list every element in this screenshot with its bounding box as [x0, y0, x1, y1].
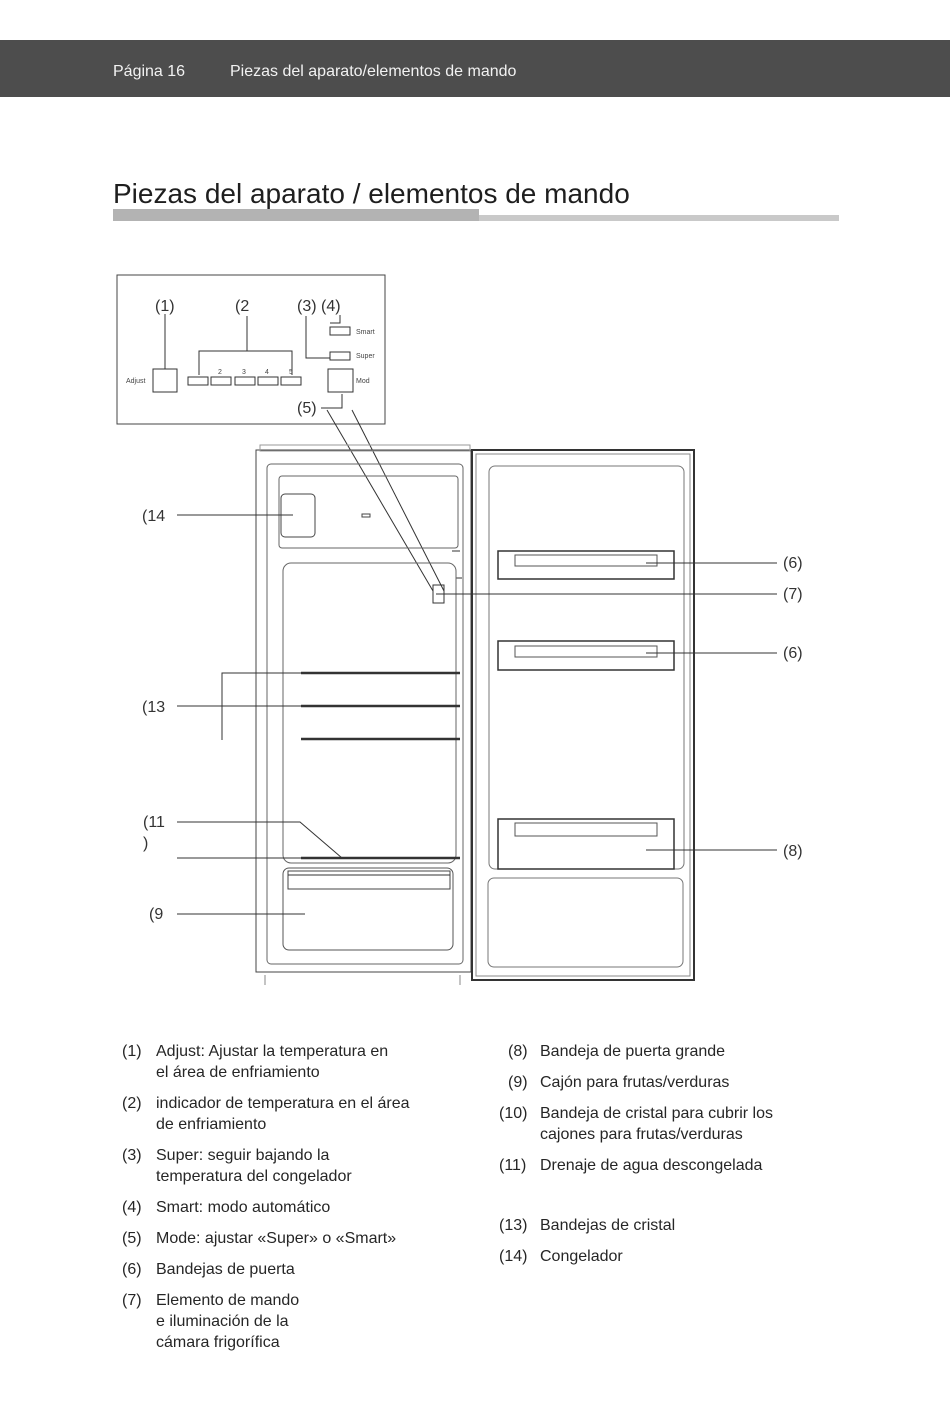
callout-14: (14 — [142, 508, 165, 525]
callout-7: (7) — [783, 586, 803, 603]
indicator-number: 2 — [218, 369, 222, 376]
callout-11: (11 — [143, 814, 165, 831]
legend-line: Bandejas de puerta — [156, 1261, 295, 1278]
legend-line: Mode: ajustar «Super» o «Smart» — [156, 1230, 397, 1247]
legend-left: (1) Adjust: Ajustar la temperatura en el… — [122, 1041, 452, 1363]
legend-item: (2) indicador de temperatura en el área … — [122, 1093, 452, 1135]
legend-item: (9) Cajón para frutas/verduras — [499, 1072, 819, 1093]
page-number: Página 16 — [113, 63, 186, 80]
legend-line: cajones para frutas/verduras — [540, 1126, 743, 1143]
callout-9: (9 — [149, 906, 163, 923]
legend-number: (8) — [508, 1043, 528, 1060]
legend-item: (8) Bandeja de puerta grande — [499, 1041, 819, 1062]
legend-line: el área de enfriamiento — [156, 1064, 320, 1081]
mod-label: Mod — [356, 378, 370, 385]
door-shelf-1 — [497, 550, 675, 580]
legend-number: (1) — [122, 1043, 142, 1060]
legend-number: (3) — [122, 1147, 142, 1164]
legend-line: Bandeja de cristal para cubrir los — [540, 1105, 774, 1122]
legend-number: (4) — [122, 1199, 142, 1216]
legend-item: (11) Drenaje de agua descongelada — [499, 1155, 819, 1176]
legend-number: (7) — [122, 1292, 142, 1309]
legend-number: (11) — [499, 1157, 527, 1174]
legend-number: (13) — [499, 1217, 528, 1234]
door-shelf-2 — [497, 640, 675, 671]
legend-item: (14) Congelador — [499, 1246, 819, 1267]
indicator-2 — [210, 376, 232, 386]
legend-line: Super: seguir bajando la — [156, 1147, 330, 1164]
adjust-button-drawing — [152, 368, 178, 393]
legend-item: (13) Bandejas de cristal — [499, 1215, 819, 1236]
legend-line: Drenaje de agua descongelada — [540, 1157, 763, 1174]
indicator-5 — [280, 376, 302, 386]
legend-item: (6) Bandejas de puerta — [122, 1259, 452, 1280]
door-shelf-large — [497, 818, 675, 870]
crisper-drawer — [282, 867, 454, 951]
legend-gap — [499, 1186, 819, 1215]
callout-1: (1) — [155, 298, 175, 315]
indicator-number: 3 — [242, 369, 246, 376]
section-name: Piezas del aparato/elementos de mando — [230, 63, 517, 80]
title-underline-accent — [113, 209, 479, 221]
super-indicator — [329, 351, 351, 361]
callout-8: (8) — [783, 843, 803, 860]
legend-item: (3) Super: seguir bajando la temperatura… — [122, 1145, 452, 1187]
legend-line: Bandejas de cristal — [540, 1217, 676, 1234]
callout-3-4: (3) (4) — [297, 298, 341, 315]
indicator-1 — [187, 376, 209, 386]
legend-number: (5) — [122, 1230, 142, 1247]
callout-6-middle: (6) — [783, 645, 803, 662]
legend-number: (6) — [122, 1261, 142, 1278]
indicator-4 — [257, 376, 279, 386]
page-title: Piezas del aparato / elementos de mando — [113, 178, 630, 209]
mode-button-drawing — [327, 368, 354, 393]
indicator-number: 4 — [265, 369, 269, 376]
legend-line: e iluminación de la — [156, 1313, 289, 1330]
legend-item: (10) Bandeja de cristal para cubrir los … — [499, 1103, 819, 1145]
legend-line: de enfriamiento — [156, 1116, 267, 1133]
legend-number: (9) — [508, 1074, 528, 1091]
callout-5: (5) — [297, 400, 317, 417]
adjust-label: Adjust — [126, 378, 146, 385]
legend-line: Smart: modo automático — [156, 1199, 331, 1216]
legend-line: Congelador — [540, 1248, 623, 1265]
legend-line: Adjust: Ajustar la temperatura en — [156, 1043, 389, 1060]
super-label: Super — [356, 353, 375, 360]
legend-item: (5) Mode: ajustar «Super» o «Smart» — [122, 1228, 452, 1249]
legend-item: (4) Smart: modo automático — [122, 1197, 452, 1218]
callout-11-close: ) — [143, 835, 148, 852]
legend-number: (14) — [499, 1248, 528, 1265]
freezer-compartment — [278, 475, 459, 549]
legend-item: (1) Adjust: Ajustar la temperatura en el… — [122, 1041, 452, 1083]
legend-line: temperatura del congelador — [156, 1168, 352, 1185]
legend-number: (2) — [122, 1095, 142, 1112]
legend-line: Elemento de mando — [156, 1292, 300, 1309]
fridge-cabinet — [255, 449, 472, 973]
legend-line: Bandeja de puerta grande — [540, 1043, 726, 1060]
fridge-compartment — [282, 562, 457, 864]
legend-line: Cajón para frutas/verduras — [540, 1074, 730, 1091]
smart-label: Smart — [356, 329, 375, 336]
smart-indicator — [329, 326, 351, 336]
legend-line: cámara frigorífica — [156, 1334, 280, 1351]
callout-13: (13 — [142, 699, 165, 716]
legend-right: (8) Bandeja de puerta grande (9) Cajón p… — [499, 1041, 819, 1277]
legend-line: indicador de temperatura en el área — [156, 1095, 410, 1112]
fridge-door — [471, 449, 695, 981]
indicator-3 — [234, 376, 256, 386]
fridge-diagram: (1) (2 (3) (4) (5) Adjust Smart Super Mo… — [116, 274, 803, 985]
legend-number: (10) — [499, 1105, 528, 1122]
callout-6-top: (6) — [783, 555, 803, 572]
indicator-number: 5 — [289, 369, 293, 376]
legend-item: (7) Elemento de mando e iluminación de l… — [122, 1290, 452, 1353]
callout-2: (2 — [235, 298, 249, 315]
control-panel-detail — [116, 274, 386, 425]
page-header: Página 16 Piezas del aparato/elementos d… — [0, 40, 950, 97]
